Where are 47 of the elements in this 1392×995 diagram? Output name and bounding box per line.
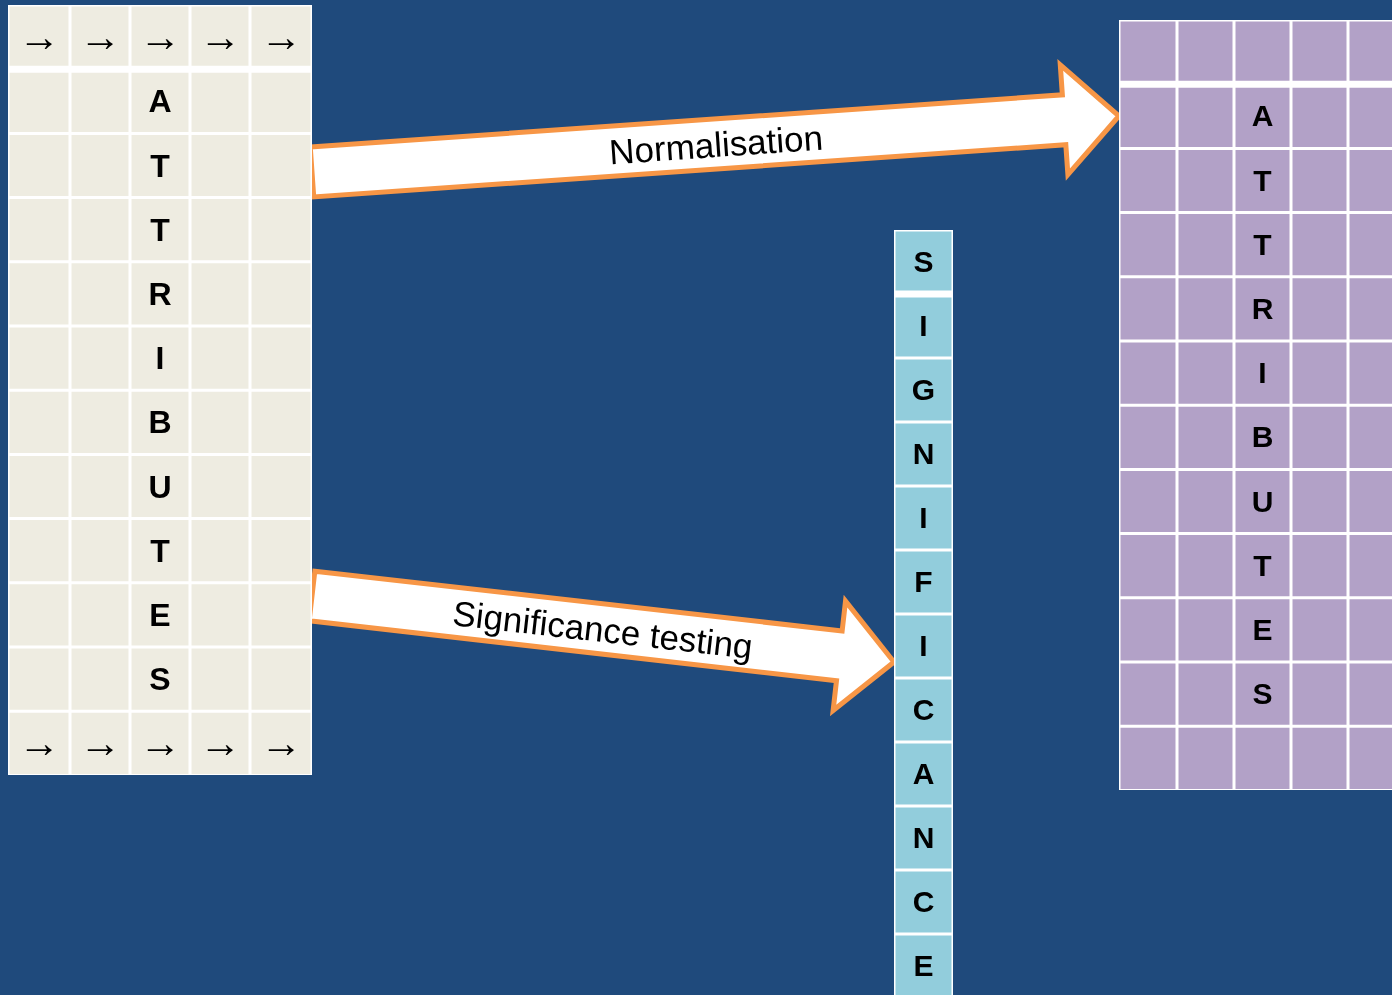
arrow-symbol: →	[200, 723, 240, 764]
arrow-symbol: →	[261, 17, 301, 58]
arrow-symbol: →	[19, 17, 59, 58]
letter: I	[1257, 355, 1268, 392]
letter: T	[149, 146, 171, 186]
letter: F	[913, 564, 934, 600]
letter: E	[912, 948, 935, 984]
letter: N	[911, 436, 936, 472]
edge-label: Normalisation	[607, 119, 824, 169]
arrow-symbol: →	[140, 723, 180, 764]
arrow-symbol: →	[80, 17, 120, 58]
letter: R	[147, 274, 173, 314]
letter: B	[147, 403, 173, 443]
letter: T	[149, 210, 171, 250]
letter: A	[147, 82, 173, 122]
table	[894, 230, 953, 995]
table	[8, 5, 312, 776]
letter: S	[1251, 676, 1274, 713]
letter: N	[911, 820, 936, 856]
letter: T	[1252, 226, 1273, 263]
letter: C	[911, 884, 936, 920]
letter: G	[910, 372, 937, 408]
edge-label: Significance testing	[451, 594, 755, 664]
letter: B	[1250, 419, 1275, 456]
letter: A	[1250, 98, 1275, 135]
arrow-symbol: →	[200, 17, 240, 58]
letter: E	[1251, 611, 1274, 648]
letter: I	[154, 339, 166, 379]
letter: I	[918, 308, 929, 344]
letter: R	[1250, 290, 1275, 327]
letter: C	[911, 692, 936, 728]
letter: U	[147, 467, 173, 507]
letter: T	[1252, 547, 1273, 584]
letter: S	[148, 660, 172, 700]
letter: T	[149, 531, 171, 571]
letter: E	[148, 595, 172, 635]
arrow-symbol: →	[261, 723, 301, 764]
letter: T	[1252, 162, 1273, 199]
arrow-symbol: →	[140, 17, 180, 58]
letter: S	[912, 244, 935, 280]
letter: I	[918, 628, 929, 664]
arrow-symbol: →	[80, 723, 120, 764]
arrow-symbol: →	[19, 723, 59, 764]
letter: I	[918, 500, 929, 536]
letter: U	[1250, 483, 1275, 520]
letter: A	[911, 756, 936, 792]
table	[1119, 20, 1392, 791]
